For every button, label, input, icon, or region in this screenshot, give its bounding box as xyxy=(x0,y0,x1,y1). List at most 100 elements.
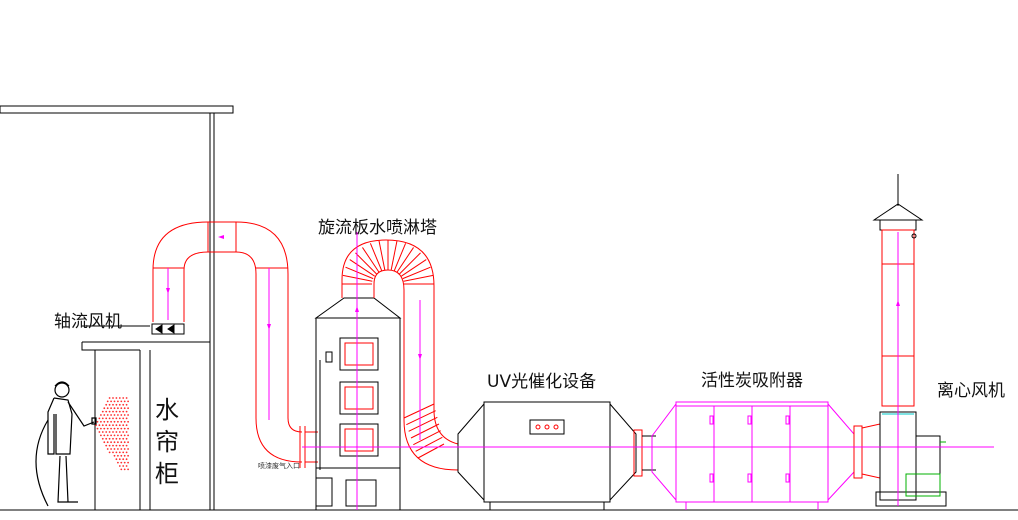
mist-dot xyxy=(118,397,121,399)
mist-dot xyxy=(112,397,114,399)
mist-dot xyxy=(122,451,125,454)
mist-dot xyxy=(127,400,129,403)
mist-dot xyxy=(120,468,123,471)
mist-dot xyxy=(127,414,129,416)
mist-dot xyxy=(123,407,126,410)
mist-dot xyxy=(113,400,116,403)
mist-dot xyxy=(98,424,101,427)
mist-dot xyxy=(112,410,114,413)
mist-dot xyxy=(115,431,118,433)
mist-dot xyxy=(113,454,116,457)
duct-rib xyxy=(415,436,443,452)
mist-dot xyxy=(110,441,112,444)
mist-dot xyxy=(112,417,114,420)
mist-dot xyxy=(117,407,119,410)
duct-rib xyxy=(342,274,373,282)
uv-photocatalytic-device xyxy=(457,401,637,510)
mist-dot xyxy=(103,414,106,416)
duct-rib xyxy=(396,247,414,273)
label-uv-device: UV光催化设备 xyxy=(487,372,596,392)
mist-dot xyxy=(117,448,119,450)
mist-dot xyxy=(110,414,112,416)
mist-dot xyxy=(110,420,112,423)
svg-text:帘: 帘 xyxy=(155,428,179,456)
mist-dot xyxy=(123,427,126,430)
exhaust-duct-inlet xyxy=(152,221,318,468)
mist-dot xyxy=(118,437,121,440)
door-handle xyxy=(709,415,714,425)
mist-dot xyxy=(110,448,112,450)
label-axial-fan: 轴流风机 xyxy=(54,312,122,332)
label-water-curtain: 水 帘 柜 xyxy=(155,396,179,488)
duct-rib xyxy=(398,252,421,275)
mist-dot xyxy=(122,444,125,447)
mist-dot xyxy=(110,434,112,437)
spray-booth-structure xyxy=(0,105,234,510)
mist-dot xyxy=(101,410,104,413)
mist-dot xyxy=(96,420,99,423)
duct-rib xyxy=(369,243,383,272)
mist-dot xyxy=(125,417,128,420)
mist-dot xyxy=(123,414,126,416)
mist-dot xyxy=(122,397,125,399)
mist-dot xyxy=(123,468,126,471)
mist-dot xyxy=(127,427,129,430)
duct-rib xyxy=(410,423,440,439)
mist-dot xyxy=(105,431,108,433)
label-spray-tower: 旋流板水喷淋塔 xyxy=(318,218,437,238)
mist-dot xyxy=(108,403,111,406)
mist-dot xyxy=(120,441,123,444)
mist-dot xyxy=(122,403,125,406)
mist-dot xyxy=(106,407,109,410)
mist-dot xyxy=(122,465,125,467)
duct-rib xyxy=(393,243,407,272)
mist-dot xyxy=(118,465,121,467)
mist-dot xyxy=(117,420,119,423)
mist-dot xyxy=(122,458,125,461)
duct-rib xyxy=(345,266,374,280)
mist-dot xyxy=(120,448,123,450)
mist-dot xyxy=(113,414,116,416)
mist-dot xyxy=(122,431,125,433)
mist-dot xyxy=(108,431,111,433)
mist-dot xyxy=(118,444,121,447)
mist-dot xyxy=(112,403,114,406)
mist-dot xyxy=(118,431,121,433)
mist-dot xyxy=(115,417,118,420)
mist-dot xyxy=(113,407,116,410)
mist-dot xyxy=(98,417,101,420)
mist-dot xyxy=(110,427,112,430)
mist-dot xyxy=(95,424,97,427)
mist-dot xyxy=(118,403,121,406)
mist-dot xyxy=(106,448,109,450)
door-handle xyxy=(785,473,790,483)
mist-dot xyxy=(100,427,102,430)
label-centrifugal-fan: 离心风机 xyxy=(937,381,1005,401)
mist-dot xyxy=(101,431,104,433)
mist-dot xyxy=(125,410,128,413)
mist-dot xyxy=(108,437,111,440)
mist-dot xyxy=(117,461,119,464)
mist-dot xyxy=(103,441,106,444)
mist-dot xyxy=(112,431,114,433)
mist-dot xyxy=(100,420,102,423)
flow-arrows xyxy=(166,235,900,360)
mist-dot xyxy=(103,434,106,437)
mist-dot xyxy=(113,441,116,444)
mist-dot xyxy=(112,424,114,427)
mist-dot xyxy=(106,400,109,403)
mist-dot xyxy=(112,437,114,440)
mist-dot xyxy=(125,458,128,461)
mist-dot xyxy=(120,414,123,416)
door-handle xyxy=(747,415,752,425)
mist-dot xyxy=(112,444,114,447)
mist-dot xyxy=(105,444,108,447)
mist-dot xyxy=(123,434,126,437)
svg-text:柜: 柜 xyxy=(155,460,179,488)
mist-dot xyxy=(106,441,109,444)
mist-dot xyxy=(100,434,102,437)
spray-mist xyxy=(95,397,129,471)
mist-dot xyxy=(106,434,109,437)
mist-dot xyxy=(127,468,129,471)
mist-dot xyxy=(122,410,125,413)
